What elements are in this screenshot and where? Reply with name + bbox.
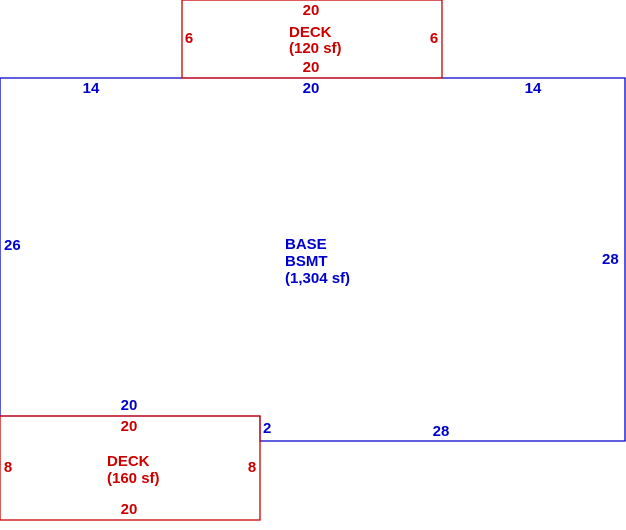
top-deck-name: DECK <box>289 24 332 41</box>
bottom-deck-dim-left: 8 <box>4 459 12 476</box>
top-deck-area: (120 sf) <box>289 40 342 57</box>
base-dim-bottom-right: 28 <box>433 423 450 440</box>
base-dim-top-middle: 20 <box>303 80 320 97</box>
base-dim-right: 28 <box>602 251 619 268</box>
top-deck-dim-right: 6 <box>430 30 438 47</box>
base-area: (1,304 sf) <box>285 270 350 287</box>
bottom-deck-group: 20 8 8 20 DECK (160 sf) <box>4 418 256 518</box>
top-deck-dim-left: 6 <box>185 30 193 47</box>
base-dim-top-right: 14 <box>525 80 542 97</box>
base-name-line1: BASE <box>285 236 327 253</box>
bottom-deck-outline <box>0 415 261 521</box>
base-dim-step: 2 <box>263 420 271 437</box>
top-deck-outline <box>181 0 443 79</box>
base-dim-top-left: 14 <box>83 80 100 97</box>
base-dim-left: 26 <box>4 237 21 254</box>
base-dim-bottom-left: 20 <box>121 397 138 414</box>
bottom-deck-dim-right: 8 <box>248 459 256 476</box>
base-group: 14 20 14 26 28 20 2 28 BASE BSMT (1,304 … <box>4 80 619 440</box>
top-deck-dim-bottom: 20 <box>303 59 320 76</box>
bottom-deck-area: (160 sf) <box>107 470 160 487</box>
top-deck-group: 20 6 6 20 DECK (120 sf) <box>185 2 438 76</box>
top-deck-dim-top: 20 <box>303 2 320 19</box>
bottom-deck-dim-bottom: 20 <box>121 501 138 518</box>
base-name-line2: BSMT <box>285 253 328 270</box>
bottom-deck-name: DECK <box>107 453 150 470</box>
bottom-deck-dim-top: 20 <box>121 418 138 435</box>
